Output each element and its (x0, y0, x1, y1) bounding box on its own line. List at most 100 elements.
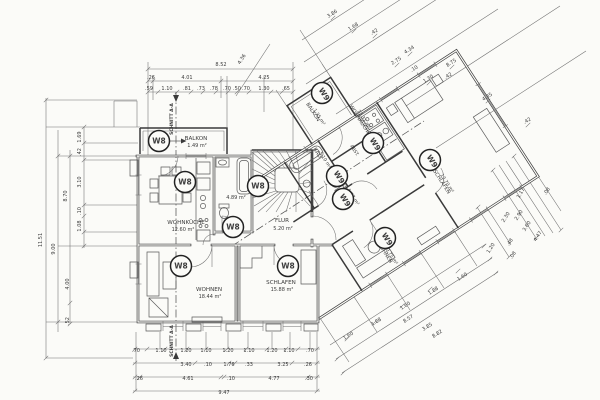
unit-marker-circle (246, 174, 270, 198)
unit-marker-w8: W8 (173, 170, 197, 194)
dim-label: .50 (233, 86, 241, 92)
dim-label: 9.47 (218, 390, 229, 396)
unit-marker-w9: W9 (418, 148, 442, 172)
dim-label: 4.61 (182, 376, 193, 382)
dim-label: 1.68 (347, 22, 360, 33)
dim-label: 8.57 (402, 314, 415, 325)
unit-marker-circle (418, 148, 442, 172)
dim-label: .42 (77, 148, 83, 156)
dimension-lines-top (145, 43, 296, 156)
dim-label: 1.69 (77, 131, 83, 142)
dim-label: 4.25 (258, 75, 269, 81)
section-label-bottom: SCHNITT A-A (169, 325, 175, 357)
dim-label: 1.10 (200, 348, 211, 354)
w8-bath-fixtures (215, 157, 252, 219)
balcony-arrow-icon (181, 138, 187, 144)
dim-label: 1.20 (222, 348, 233, 354)
dim-label: 1.08 (77, 220, 83, 231)
room-label-w8-wohnkueche: WOHNKÜCHE (167, 219, 205, 226)
unit-marker-label: W8 (251, 182, 265, 191)
dim-label: 1.88 (370, 317, 383, 328)
w9-unit (261, 48, 540, 320)
unit-marker-circle (147, 129, 171, 153)
dim-label: 1.10 (243, 348, 254, 354)
dim-label: .08 (508, 250, 517, 260)
w8-balcony (139, 127, 228, 154)
dim-label: 4.01 (181, 75, 192, 81)
dim-label: .59 (145, 86, 153, 92)
room-label-w8-balkon: BALKON (185, 136, 208, 142)
dim-label: 3.60 (522, 220, 533, 233)
unit-marker-circle (331, 187, 355, 211)
dim-label: 3.86 (326, 9, 339, 20)
dim-label: .52 (65, 317, 71, 325)
unit-marker-w9: W9 (361, 131, 385, 155)
dimension-lines-bottom (132, 332, 320, 394)
dim-label: 4.47 (533, 230, 544, 243)
dim-label: 9.00 (51, 243, 57, 254)
dim-label: .70 (306, 348, 314, 354)
dim-label: 1.60 (399, 301, 412, 312)
room-area-w8-balkon: 1.49 m² (187, 143, 207, 149)
dim-label: 4.36 (237, 53, 248, 66)
dimension-lines-left (43, 97, 140, 361)
unit-marker-label: W8 (226, 223, 240, 232)
dim-label: 1.88 (427, 286, 440, 297)
dim-label: .42 (443, 71, 453, 80)
room-area-w8-wohnen: 18.44 m² (199, 294, 222, 300)
unit-marker-w9: W9 (325, 164, 349, 188)
dim-label: .10 (227, 376, 235, 382)
unit-marker-circle (276, 254, 300, 278)
w8-unit-walls (129, 149, 334, 332)
dim-label: 8.70 (63, 190, 69, 201)
dim-label: 8.52 (215, 62, 226, 68)
room-label-w8-schlafen: SCHLAFEN (266, 280, 296, 286)
dim-label: 1.17 (516, 187, 527, 200)
dim-label: .42 (369, 27, 379, 36)
unit-marker-label: W8 (178, 178, 192, 187)
w8-bedroom-features (239, 246, 317, 285)
unit-marker-circle (173, 170, 197, 194)
dim-label: .30 (305, 376, 313, 382)
unit-marker-label: W8 (281, 262, 295, 271)
dim-label: 1.20 (266, 348, 277, 354)
dim-label: 1.10 (161, 86, 172, 92)
dim-label: 1.30 (258, 86, 269, 92)
dimension-lines-wing-bottom (319, 208, 512, 376)
dim-label: 1.60 (342, 331, 355, 342)
unit-marker-w8: W8 (169, 254, 193, 278)
room-area-w8-flur: 5.20 m² (273, 226, 293, 232)
dim-label: 2.90 (514, 209, 525, 222)
dim-label: .10 (204, 362, 212, 368)
unit-marker-label: W8 (174, 262, 188, 271)
dim-label: 8.75 (445, 58, 458, 69)
dim-label: .08 (542, 186, 551, 196)
dim-label: 1.20 (486, 242, 497, 255)
w8-living-furniture (146, 251, 223, 323)
dim-label: 1.60 (456, 272, 469, 283)
dim-label: 3.25 (277, 362, 288, 368)
dim-label: 3.85 (421, 322, 434, 333)
unit-marker-circle (310, 81, 334, 105)
unit-marker-w8: W8 (221, 215, 245, 239)
section-line-a-a (173, 92, 425, 362)
room-label-w8-flur: FLUR (275, 218, 289, 224)
unit-marker-w9: W9 (331, 187, 355, 211)
unit-marker-circle (221, 215, 245, 239)
dim-label: .10 (77, 207, 83, 215)
room-label-w9-bad: BAD (311, 147, 322, 160)
room-label-w8-wohnen: WOHNEN (196, 287, 222, 293)
staircase (251, 149, 313, 213)
dim-label: .26 (147, 75, 155, 81)
dim-label: 1.30 (422, 74, 435, 85)
dim-label: 4.34 (403, 45, 416, 56)
room-label-w9-abst: ABST. (348, 144, 360, 158)
unit-marker-w9: W9 (373, 226, 397, 250)
dim-label: 2.30 (501, 211, 512, 224)
dim-label: 1.10 (283, 348, 294, 354)
unit-marker-circle (325, 164, 349, 188)
dim-label: .73 (197, 86, 205, 92)
